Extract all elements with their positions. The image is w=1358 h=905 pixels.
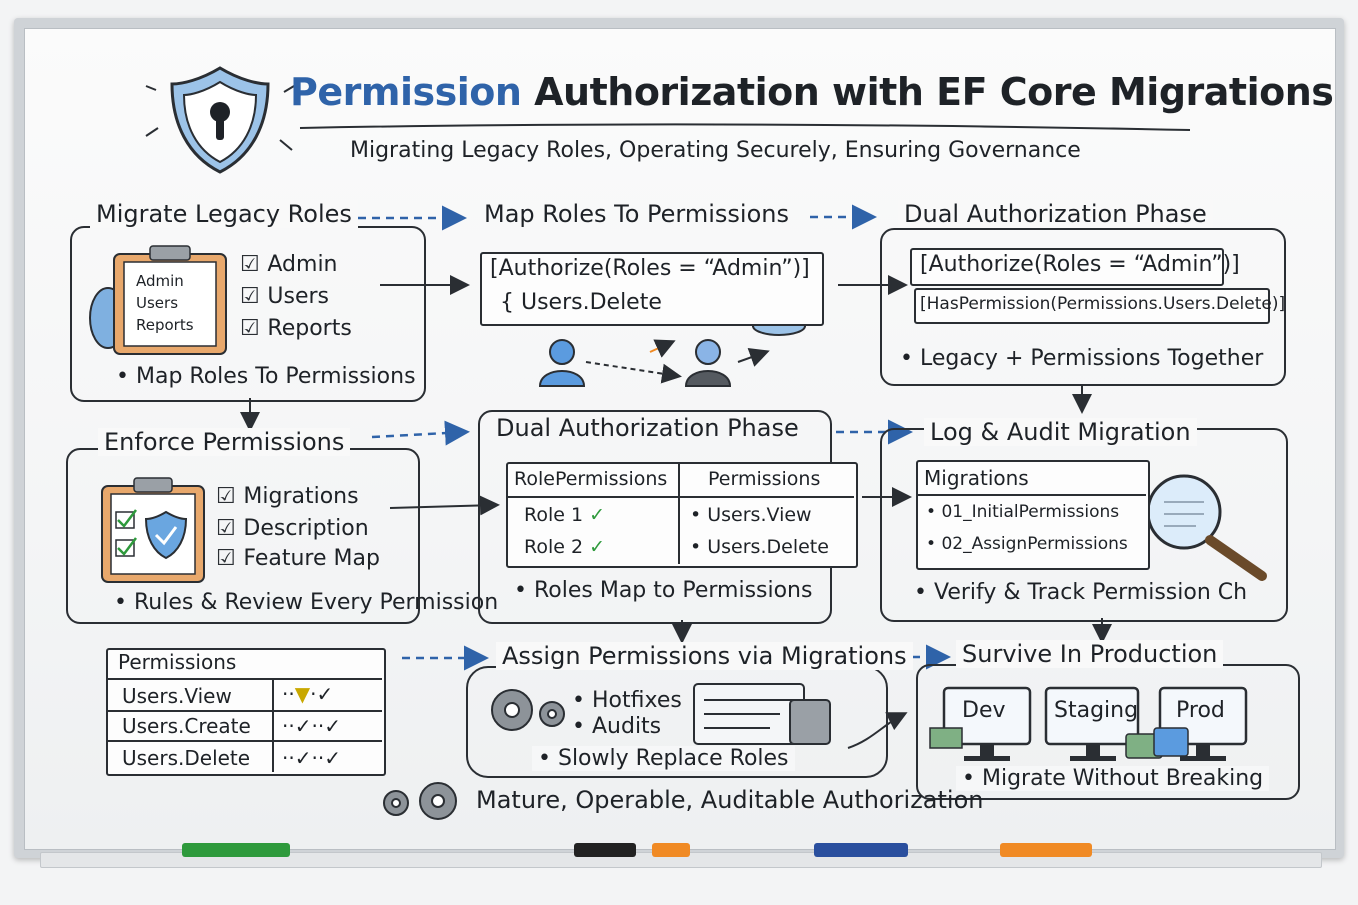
env-label-staging: Staging — [1054, 698, 1139, 723]
table-cell: • Users.Delete — [690, 536, 829, 558]
role-permissions-table — [506, 462, 858, 568]
legacy-bullet: • Map Roles To Permissions — [116, 364, 416, 389]
page-subtitle: Migrating Legacy Roles, Operating Secure… — [350, 138, 1081, 163]
checkbox-icon: ☑ — [240, 252, 268, 277]
dual-top-code-box — [910, 248, 1224, 286]
env-label-prod: Prod — [1176, 698, 1225, 723]
enforce-item: ☑ Feature Map — [216, 546, 380, 571]
gears-icon — [491, 689, 565, 731]
migration-entry: • 01_InitialPermissions — [926, 502, 1120, 522]
server-stack-icon — [1125, 727, 1189, 759]
map-roles-code-line: [Authorize(Roles = “Admin”)] — [490, 256, 810, 281]
permission-row: Users.View — [122, 684, 232, 708]
document-stack-icon — [693, 683, 831, 745]
table-divider — [108, 740, 382, 742]
check-icon: ··✓··✓ — [282, 714, 341, 738]
clipboard-shield-icon — [101, 477, 205, 583]
check-icon: ··✓··✓ — [282, 746, 341, 770]
env-label-dev: Dev — [962, 698, 1006, 723]
dual-top-panel — [880, 228, 1286, 386]
dual-top-heading: Dual Authorization Phase — [898, 200, 1213, 228]
table-divider — [678, 464, 680, 564]
assign-item: • Audits — [572, 714, 662, 739]
table-cell: Role 1 ✓ — [524, 504, 606, 526]
shield-lock-icon — [145, 66, 295, 174]
table-cell: Role 2 ✓ — [524, 536, 606, 558]
legacy-roles-heading: Migrate Legacy Roles — [90, 200, 358, 228]
green-marker[interactable] — [182, 843, 290, 857]
title-accent: Permission — [290, 70, 522, 114]
permissions-table — [106, 648, 386, 776]
table-divider — [272, 680, 274, 772]
permissions-table-header: Permissions — [118, 650, 237, 674]
enforce-heading: Enforce Permissions — [98, 428, 351, 456]
footer-gears-icon — [383, 782, 457, 820]
title-underline — [299, 123, 1191, 131]
table-divider — [108, 678, 382, 680]
assign-bullet: • Slowly Replace Roles — [532, 746, 795, 771]
enforce-bullet: • Rules & Review Every Permission — [114, 590, 499, 615]
table-divider — [508, 496, 854, 498]
footer-statement: Mature, Operable, Auditable Authorizatio… — [476, 786, 984, 814]
migrations-divider — [918, 494, 1146, 496]
user-dark-icon — [684, 339, 732, 387]
dual-top-code-line: [HasPermission(Permissions.Users.Delete)… — [920, 294, 1286, 314]
checkbox-icon: ☑ — [240, 316, 268, 341]
migration-entry: • 02_AssignPermissions — [926, 534, 1128, 554]
legacy-item: ☑ Reports — [240, 316, 352, 341]
orange-marker[interactable] — [1000, 843, 1092, 857]
table-header: RolePermissions — [514, 468, 668, 490]
production-bullet: • Migrate Without Breaking — [956, 766, 1270, 791]
audit-heading: Log & Audit Migration — [924, 418, 1197, 446]
table-divider — [108, 710, 382, 712]
checkbox-icon: ☑ — [216, 546, 244, 571]
arrow-assign-production — [847, 712, 908, 749]
clipboard-item: Admin — [136, 272, 184, 290]
map-roles-heading: Map Roles To Permissions — [484, 200, 789, 228]
dual-top-bullet: • Legacy + Permissions Together — [900, 346, 1264, 371]
check-icon: ✓ — [589, 504, 606, 526]
monitor-staging-icon — [1044, 686, 1140, 761]
clipboard-roles-icon — [89, 245, 227, 355]
table-header: Permissions — [708, 468, 821, 490]
production-heading: Survive In Production — [956, 640, 1224, 668]
title-rest: Authorization with EF Core Migrations — [534, 70, 1334, 114]
dual-mid-bullet: • Roles Map to Permissions — [514, 578, 813, 603]
check-icon: ✓ — [589, 536, 606, 558]
assign-item: • Hotfixes — [572, 688, 682, 713]
magnifier-icon — [1146, 474, 1267, 581]
map-roles-code-line: { Users.Delete — [500, 290, 662, 315]
audit-bullet: • Verify & Track Permission Ch — [914, 580, 1248, 605]
legacy-item: ☑ Users — [240, 284, 329, 309]
permission-row: Users.Create — [122, 714, 251, 738]
dual-top-code-line: [Authorize(Roles = “Admin”)] — [920, 252, 1240, 277]
permission-row: Users.Delete — [122, 746, 251, 770]
legacy-item: ☑ Admin — [240, 252, 338, 277]
enforce-item: ☑ Migrations — [216, 484, 359, 509]
checkbox-icon: ☑ — [216, 484, 244, 509]
black-marker[interactable] — [574, 843, 636, 857]
clipboard-item: Reports — [136, 316, 194, 334]
clipboard-item: Users — [136, 294, 179, 312]
dual-mid-heading: Dual Authorization Phase — [496, 414, 799, 442]
orange-marker-cap[interactable] — [652, 843, 690, 857]
check-icon: ··▼·✓ — [282, 682, 334, 706]
blue-marker[interactable] — [814, 843, 908, 857]
checkbox-icon: ☑ — [240, 284, 268, 309]
assign-heading: Assign Permissions via Migrations — [496, 642, 913, 670]
arrow-enforce-to-dual — [371, 420, 470, 446]
table-cell: • Users.View — [690, 504, 812, 526]
checkbox-icon: ☑ — [216, 516, 244, 541]
migrations-title: Migrations — [924, 466, 1029, 490]
enforce-item: ☑ Description — [216, 516, 369, 541]
page-title: Permission Authorization with EF Core Mi… — [290, 70, 1334, 114]
dual-top-code-box — [914, 288, 1270, 324]
map-roles-code-box — [480, 252, 824, 326]
monitor-dev-icon — [929, 686, 1032, 761]
user-icon — [538, 339, 586, 387]
migrations-panel — [916, 460, 1150, 570]
